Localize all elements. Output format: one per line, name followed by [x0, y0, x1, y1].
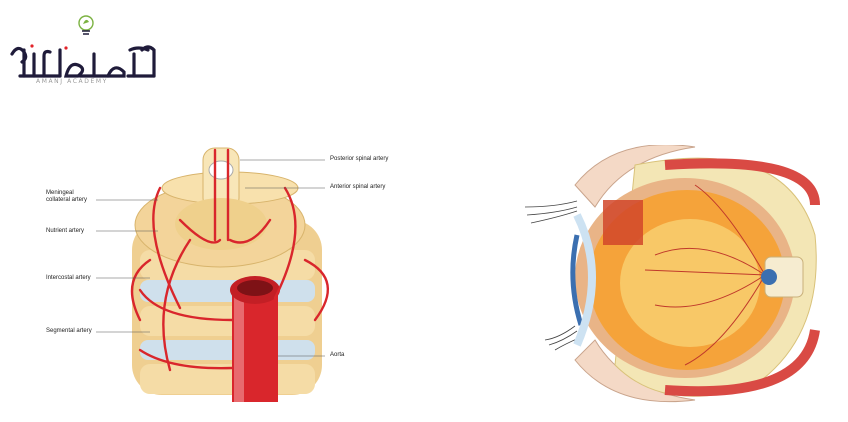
- label-posterior-spinal-artery: Posterior spinal artery: [330, 156, 389, 162]
- optic-nerve: [761, 256, 804, 298]
- aorta: [230, 276, 280, 402]
- label-collateral-artery: collateral artery: [46, 197, 88, 203]
- label-segmental-artery: Segmental artery: [46, 328, 92, 334]
- eye-cross-section-illustration: [524, 145, 820, 403]
- leader-lines: [96, 159, 325, 357]
- arteries: [130, 148, 329, 372]
- logo-subtitle: AMANJ ACADEMY: [36, 78, 108, 85]
- label-intercostal-artery: Intercostal artery: [46, 275, 91, 281]
- amanj-academy-logo: [10, 15, 156, 78]
- spinal-arteries-illustration: [96, 147, 329, 402]
- label-meningeal: Meningeal: [46, 190, 74, 196]
- logo-wordmark: [10, 45, 156, 78]
- leaf-bulb-icon: [78, 15, 94, 35]
- eyelids: [524, 145, 696, 403]
- retinal-vessels: [644, 184, 766, 366]
- label-nutrient-artery: Nutrient artery: [46, 228, 85, 234]
- label-aorta: Aorta: [330, 352, 345, 358]
- label-anterior-spinal-artery: Anterior spinal artery: [330, 184, 386, 190]
- eyeball: [570, 157, 820, 397]
